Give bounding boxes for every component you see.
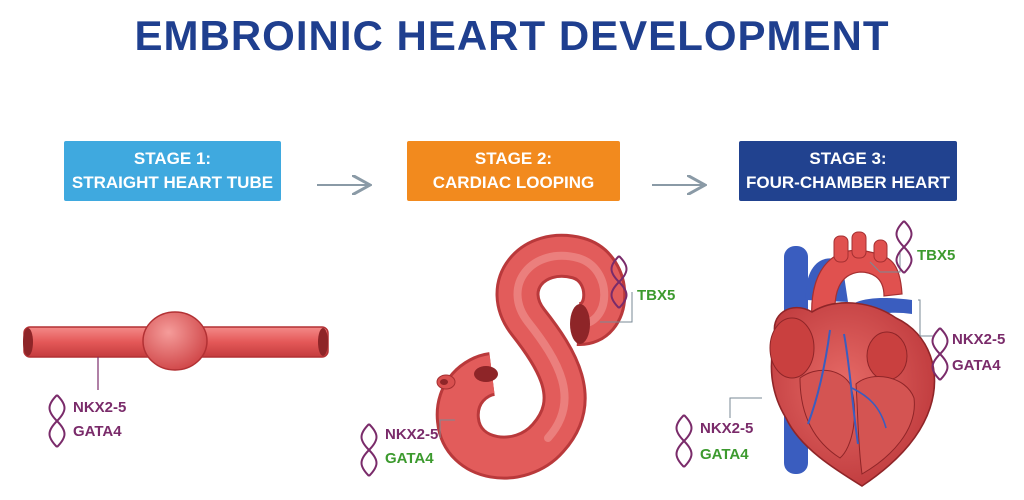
dna-icon <box>610 255 628 309</box>
stage-1-box: STAGE 1: STRAIGHT HEART TUBE <box>64 141 281 201</box>
gene-label-stage2-nkx2-5: NKX2-5 <box>385 426 439 443</box>
gene-label-stage2-gata4: GATA4 <box>385 450 434 467</box>
gene-label-stage3-right-gata4: GATA4 <box>952 357 1001 374</box>
dna-icon <box>360 423 378 477</box>
gene-label-stage3-left-nkx2-5: NKX2-5 <box>700 420 754 437</box>
dna-icon <box>931 327 949 381</box>
gene-label-stage3-tbx5: TBX5 <box>917 247 956 264</box>
stage-1-name: STRAIGHT HEART TUBE <box>71 173 274 192</box>
stage-3-box: STAGE 3: FOUR-CHAMBER HEART <box>739 141 957 201</box>
diagram-title: EMBROINIC HEART DEVELOPMENT <box>134 12 890 59</box>
straight-heart-tube <box>23 311 329 390</box>
stage-2-number: STAGE 2: <box>474 149 553 168</box>
stage-2-box: STAGE 2: CARDIAC LOOPING <box>407 141 620 201</box>
gene-label-stage3-right-nkx2-5: NKX2-5 <box>952 331 1006 348</box>
gene-label-stage2-tbx5: TBX5 <box>637 287 676 304</box>
stage-1-number: STAGE 1: <box>133 149 212 168</box>
four-chamber-heart <box>729 231 936 487</box>
stage-3-number: STAGE 3: <box>809 149 887 168</box>
gene-label-stage1-nkx2-5: NKX2-5 <box>73 399 127 416</box>
dna-icon <box>48 394 66 448</box>
gene-label-stage3-left-gata4: GATA4 <box>700 446 749 463</box>
dna-icon <box>895 220 913 274</box>
gene-label-stage1-gata4: GATA4 <box>73 423 122 440</box>
stage-3-name: FOUR-CHAMBER HEART <box>746 173 950 192</box>
dna-icon <box>675 414 693 468</box>
looping-heart-tube <box>435 233 633 480</box>
stage-2-name: CARDIAC LOOPING <box>432 173 595 192</box>
